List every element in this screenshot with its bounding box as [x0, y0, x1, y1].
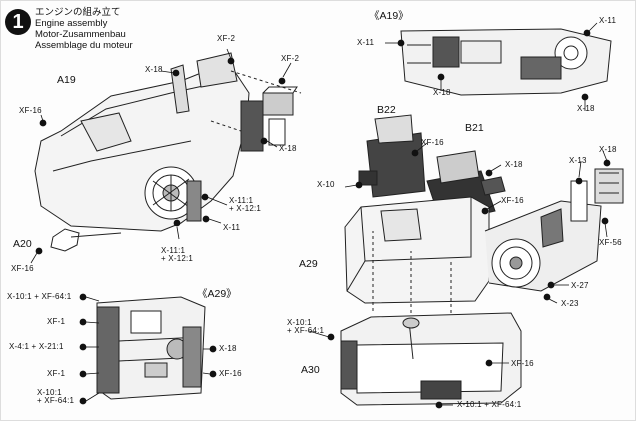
callout-x27: X-27 [571, 281, 589, 290]
callout-xf16: XF-16 [511, 359, 534, 368]
callout-x18: X-18 [599, 145, 617, 154]
callout-x11: X-11 [599, 16, 617, 25]
callout-x10-ratio: X-10:1 [287, 318, 312, 327]
callout-x11-x12: X-11:1 + X-12:1 [229, 197, 261, 213]
callout-x12-ratio: + X-12:1 [161, 254, 194, 263]
callout-xf16: XF-16 [219, 369, 242, 378]
step-title: エンジンの組み立て Engine assembly Motor-Zusammen… [35, 7, 133, 51]
callout-x11-ratio: X-11:1 [229, 196, 254, 205]
callout-xf16: XF-16 [19, 106, 42, 115]
part-label-a29: A29 [299, 258, 318, 270]
callout-xf16: XF-16 [11, 264, 34, 273]
part-label-b22: B22 [377, 104, 396, 116]
callout-x18: X-18 [279, 144, 297, 153]
callout-x11-ratio: X-11:1 [161, 246, 186, 255]
part-label-a19: A19 [57, 74, 76, 86]
callout-x10-xf64: X-10:1 + XF-64:1 [457, 400, 522, 409]
title-fr: Assemblage du moteur [35, 40, 133, 51]
b22-drawing [358, 114, 426, 198]
a19-detail-drawing [400, 28, 612, 96]
callout-x10-ratio: X-10:1 [37, 388, 62, 397]
callout-xf1: XF-1 [47, 317, 66, 326]
a19-chassis-drawing [34, 52, 250, 252]
callout-x10-xf64: X-10:1 + XF-64:1 [37, 389, 74, 405]
a29-drawing [344, 168, 624, 304]
a19-parts-drawing [210, 70, 302, 152]
part-label-a30: A30 [301, 364, 320, 376]
callout-x18: X-18 [433, 88, 451, 97]
callout-x11: X-11 [223, 223, 241, 232]
a30-drawing [340, 231, 522, 406]
callout-xf64-ratio: + XF-64:1 [287, 326, 325, 335]
callout-x23: X-23 [561, 299, 579, 308]
a29-detail-heading: 《A29》 [197, 288, 237, 300]
title-de: Motor-Zusammenbau [35, 29, 126, 40]
callout-x4-x21: X-4:1 + X-21:1 [9, 342, 64, 351]
callout-xf2: XF-2 [217, 34, 236, 43]
callout-xf16: XF-16 [501, 196, 524, 205]
title-en: Engine assembly [35, 18, 108, 29]
callout-x12-ratio: + X-12:1 [229, 204, 262, 213]
callout-x18: X-18 [505, 160, 523, 169]
callout-xf56: XF-56 [599, 238, 622, 247]
a29-detail-drawing [96, 296, 206, 400]
callout-x13: X-13 [569, 156, 587, 165]
step-number-badge: 1 [5, 9, 31, 35]
callout-x18: X-18 [219, 344, 237, 353]
callout-xf64-ratio: + XF-64:1 [37, 396, 75, 405]
a19-detail-heading: 《A19》 [369, 10, 409, 22]
callout-x10-xf64: X-10:1 + XF-64:1 [7, 292, 72, 301]
part-label-b21: B21 [465, 122, 484, 134]
callout-xf16: XF-16 [421, 138, 444, 147]
callout-x18: X-18 [577, 104, 595, 113]
callout-x10-xf64: X-10:1 + XF-64:1 [287, 319, 324, 335]
callout-xf2: XF-2 [281, 54, 300, 63]
callout-x10: X-10 [317, 180, 335, 189]
callout-x18: X-18 [145, 65, 163, 74]
callout-xf1: XF-1 [47, 369, 66, 378]
callout-x11: X-11 [357, 38, 375, 47]
leader-lines [30, 22, 611, 409]
title-jp: エンジンの組み立て [35, 7, 121, 18]
callout-x11-x12: X-11:1 + X-12:1 [161, 247, 193, 263]
part-label-a20: A20 [13, 238, 32, 250]
